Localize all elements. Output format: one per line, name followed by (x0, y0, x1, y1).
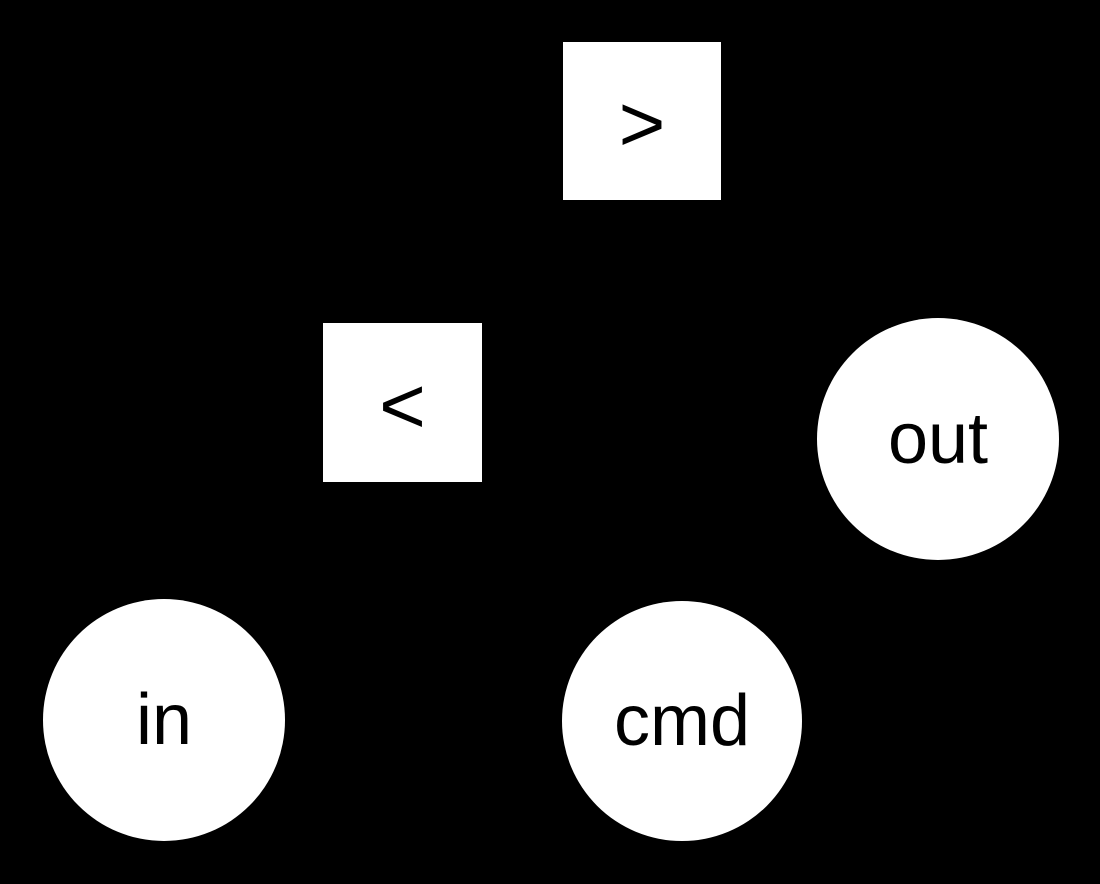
node-out-label: out (887, 399, 989, 479)
node-in-label: in (135, 680, 193, 760)
node-redirect-out: > (563, 42, 721, 200)
node-cmd-label: cmd (613, 681, 751, 761)
node-redirect-out-label: > (618, 79, 666, 168)
node-in: in (43, 599, 285, 841)
node-cmd: cmd (562, 601, 802, 841)
node-out: out (817, 318, 1059, 560)
node-redirect-in-label: < (379, 360, 426, 450)
node-redirect-in: < (323, 323, 482, 482)
